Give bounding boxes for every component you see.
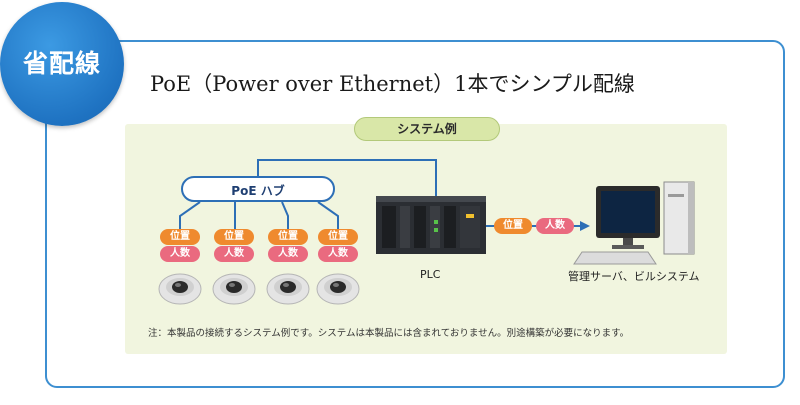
camera-3 [266, 273, 310, 305]
link-position-tag: 位置 [494, 218, 532, 234]
arrow-head-icon [580, 221, 590, 231]
hub-camera-wire-1 [179, 201, 201, 229]
page-title: PoE（Power over Ethernet）1本でシンプル配線 [150, 72, 635, 96]
footnote: 注：本製品の接続するシステム例です。システムは本製品には含まれておりません。別途… [148, 328, 630, 339]
camera-2-people-tag: 人数 [214, 246, 254, 262]
link-people-tag: 人数 [536, 218, 574, 234]
hub-camera-wire-4 [317, 201, 339, 229]
camera-2 [212, 273, 256, 305]
camera-2-position-tag: 位置 [214, 229, 254, 245]
poe-hub: PoE ハブ [181, 176, 335, 202]
camera-4-position-tag: 位置 [318, 229, 358, 245]
camera-4 [316, 273, 360, 305]
camera-1 [158, 273, 202, 305]
badge-text: 省配線 [22, 49, 101, 78]
plc-device [376, 196, 486, 254]
camera-4-people-tag: 人数 [318, 246, 358, 262]
plc-label: PLC [420, 268, 441, 281]
camera-1-people-tag: 人数 [160, 246, 200, 262]
camera-3-position-tag: 位置 [268, 229, 308, 245]
system-example-tag: システム例 [354, 117, 500, 141]
server-label: 管理サーバ、ビルシステム [568, 270, 700, 283]
camera-1-position-tag: 位置 [160, 229, 200, 245]
server-computer [573, 181, 695, 265]
hub-plc-wire [257, 159, 437, 196]
badge-circle: 省配線 [0, 2, 124, 126]
camera-3-people-tag: 人数 [268, 246, 308, 262]
hub-camera-wire-3 [281, 201, 289, 229]
